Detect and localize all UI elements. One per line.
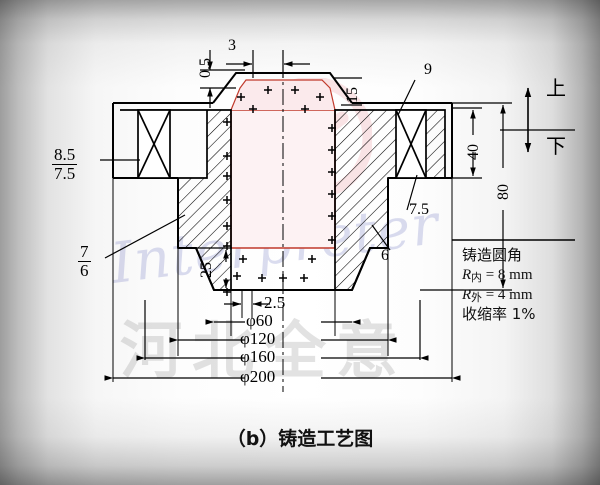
note-outer-value: = 4 mm xyxy=(485,286,533,303)
machining-allowance-right xyxy=(395,109,427,179)
dim-3 xyxy=(226,50,310,78)
note-r-symbol-inner: R xyxy=(462,266,472,283)
label-9: 9 xyxy=(424,61,432,78)
core-plus-marks xyxy=(223,86,336,296)
label-40: 40 xyxy=(465,144,482,160)
label-2-5: 2.5 xyxy=(264,293,286,312)
label-15: 15 xyxy=(344,87,361,103)
dim-0-5 xyxy=(200,50,245,108)
note-r-symbol-outer: R xyxy=(462,286,472,303)
note-title: 铸造圆角 xyxy=(462,246,523,264)
label-80: 80 xyxy=(495,184,512,200)
label-8-5: 8.5 xyxy=(52,145,78,165)
label-dia-200: φ200 xyxy=(240,367,276,386)
extension-lines xyxy=(112,103,453,382)
label-0-5: 0.5 xyxy=(197,58,214,78)
machining-allowance-left xyxy=(137,109,171,179)
dim-25 xyxy=(196,247,232,291)
dim-40 xyxy=(452,107,482,179)
leader-7-5 xyxy=(406,174,418,211)
label-dia-120: φ120 xyxy=(240,329,276,348)
label-direction-down: 下 xyxy=(546,134,566,158)
label-dia-60: φ60 xyxy=(246,311,273,330)
leader-9 xyxy=(397,79,416,116)
dim-15 xyxy=(333,77,362,106)
dim-dia-160 xyxy=(136,300,429,361)
label-direction-up: 上 xyxy=(546,76,566,100)
dim-80 xyxy=(420,102,512,291)
note-inner-value: = 8 mm xyxy=(485,266,533,283)
label-8-5-over-7-5: 8.5 7.5 xyxy=(52,145,78,183)
label-3: 3 xyxy=(228,37,236,54)
label-dia-160: φ160 xyxy=(240,347,276,366)
label-25: 25 xyxy=(198,262,215,278)
casting-fillet-note: 铸造圆角 R内 = 8 mm R外 = 4 mm 收缩率 1% xyxy=(462,246,536,325)
note-outer-radius: R外 = 4 mm xyxy=(462,286,536,306)
leader-6 xyxy=(371,224,391,251)
note-inner-radius: R内 = 8 mm xyxy=(462,266,536,286)
section-hatching-right xyxy=(334,109,446,291)
leader-7-6 xyxy=(104,214,186,259)
label-7: 7 xyxy=(78,242,91,262)
label-7-5-left: 7.5 xyxy=(54,163,76,183)
note-inner-subscript: 内 xyxy=(471,270,482,284)
label-7-over-6: 7 6 xyxy=(78,243,91,280)
label-6-fraction: 6 xyxy=(80,260,89,280)
note-shrinkage: 收缩率 1% xyxy=(462,305,536,324)
note-outer-subscript: 外 xyxy=(471,290,482,304)
figure-caption: （b）铸造工艺图 xyxy=(226,428,374,450)
label-6-right: 6 xyxy=(381,247,389,264)
parting-direction-arrow xyxy=(500,87,575,153)
label-7-5-right: 7.5 xyxy=(409,201,429,218)
